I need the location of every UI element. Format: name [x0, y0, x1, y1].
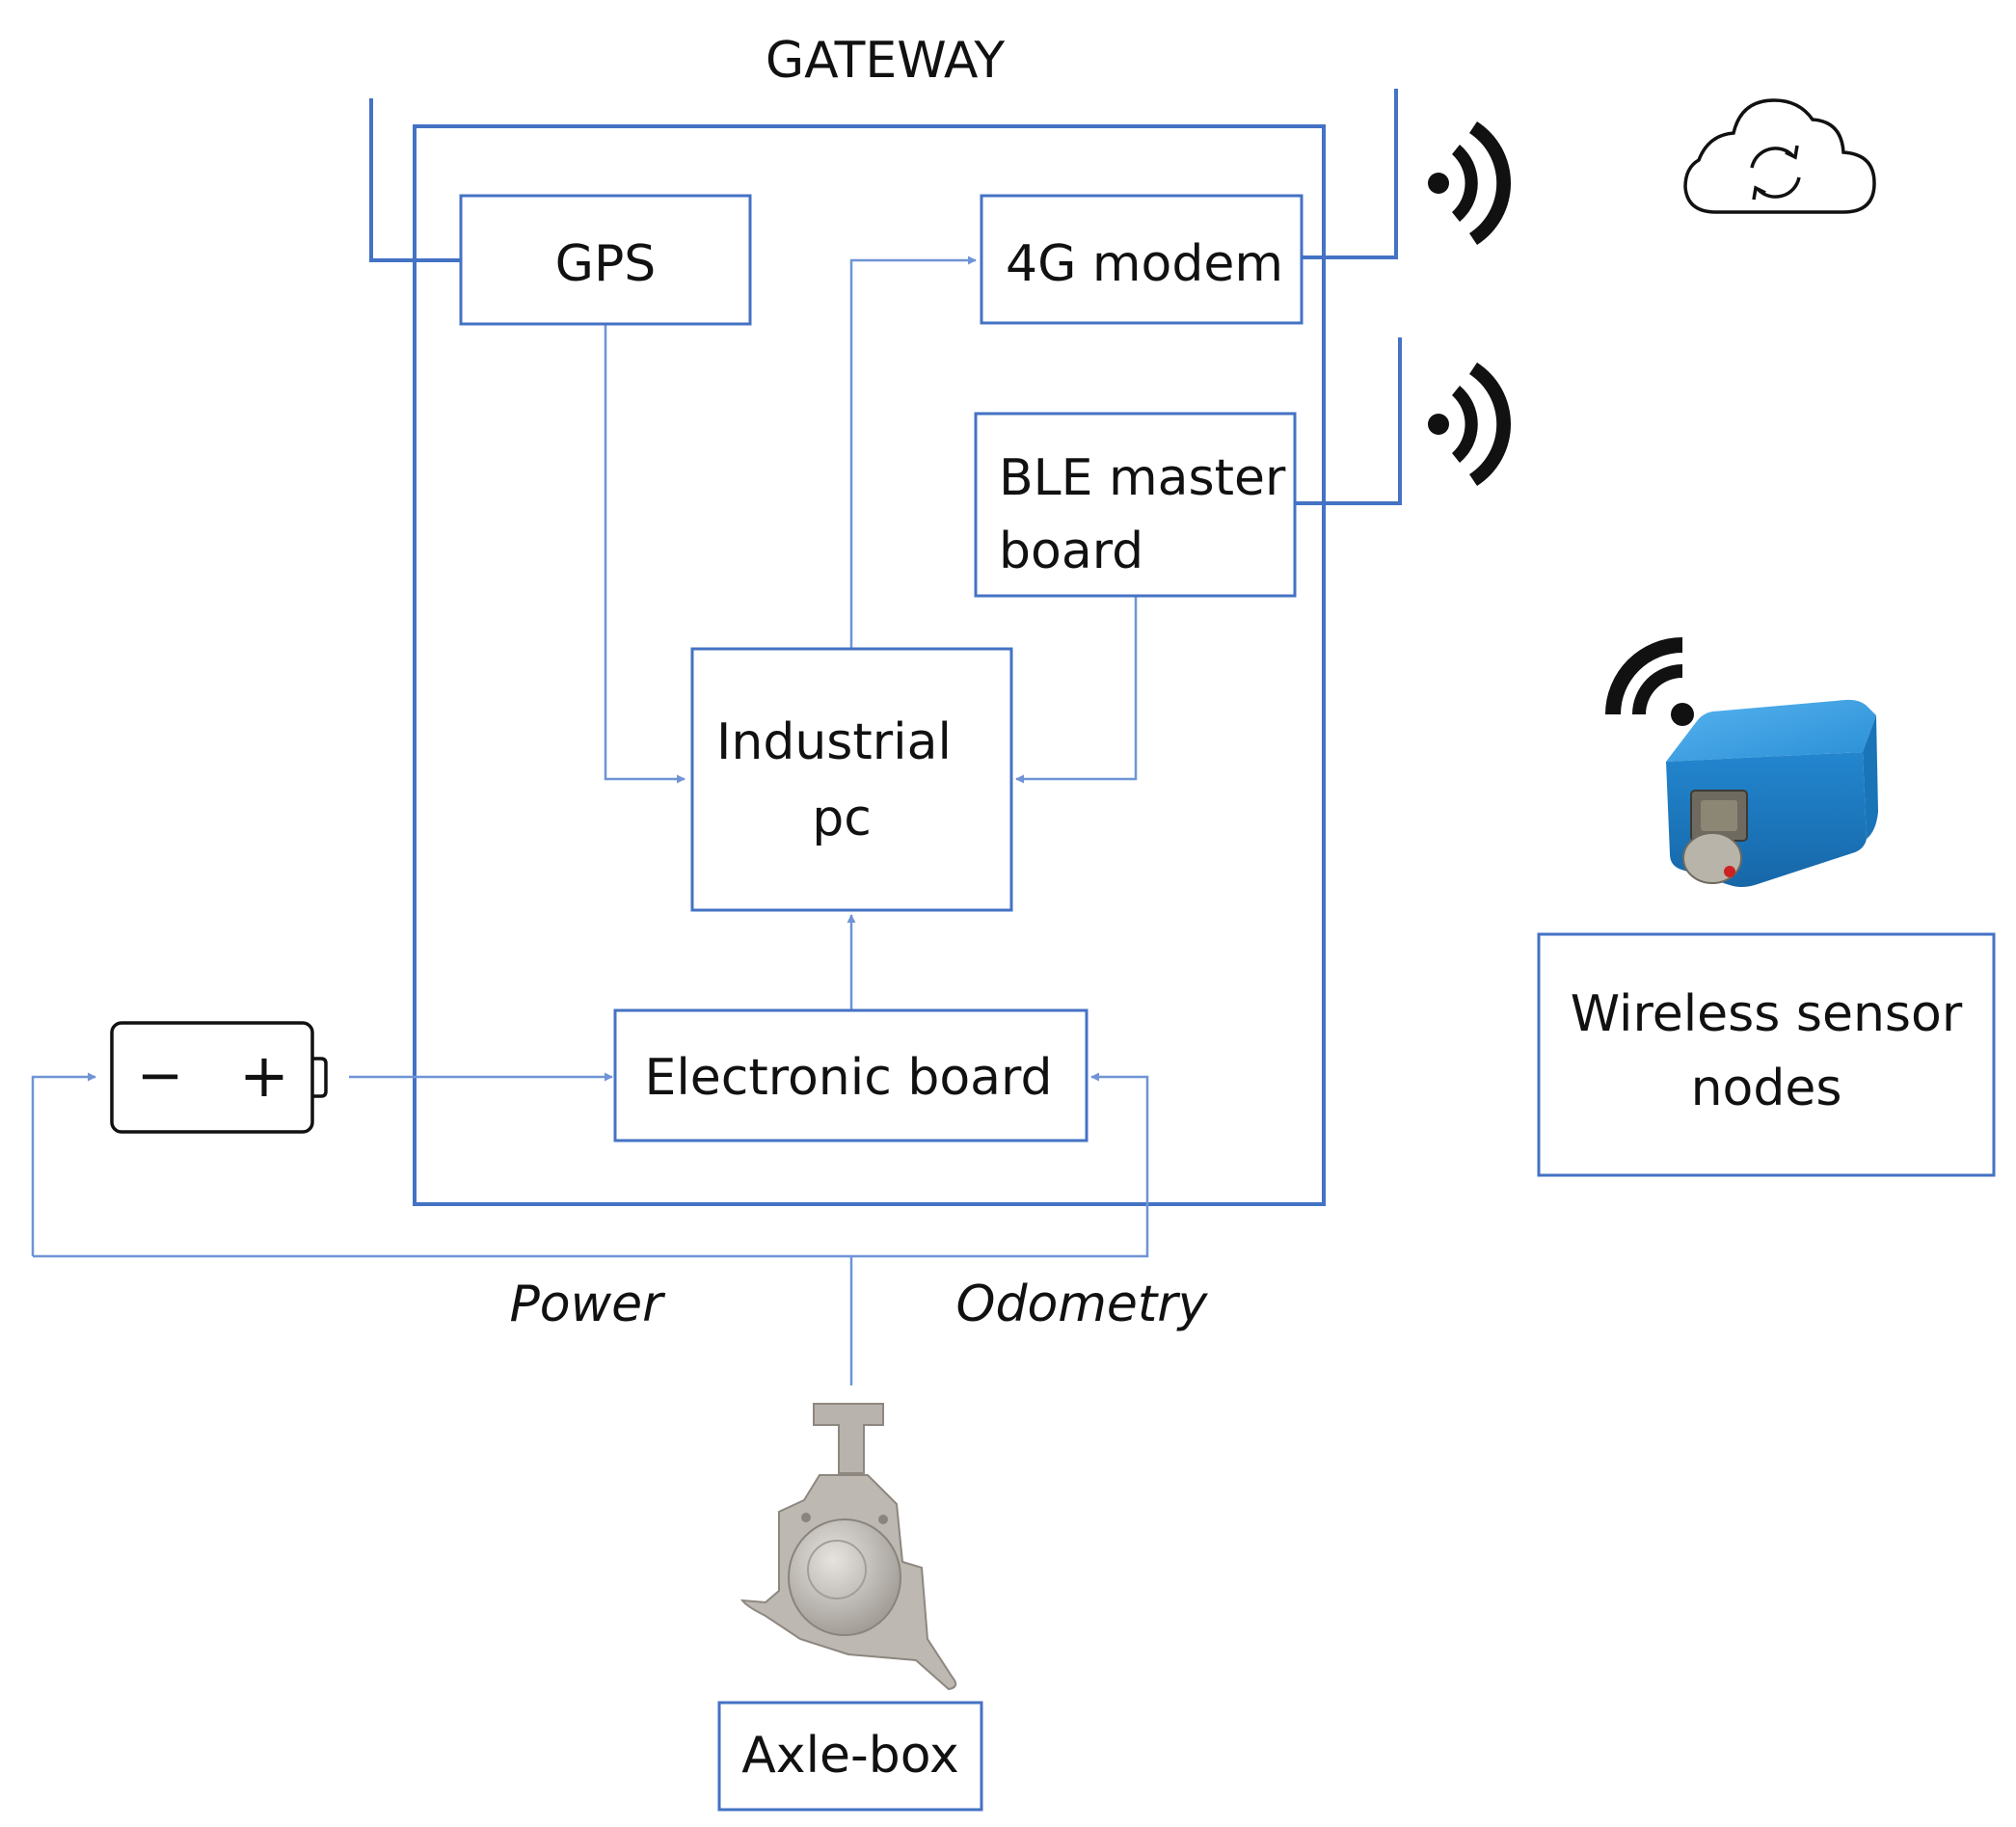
sensor-node-image [1666, 699, 1878, 887]
industrial-pc-block [690, 647, 1013, 912]
electronic-board-label: Electronic board [644, 1049, 1052, 1107]
axle-box-label: Axle-box [741, 1727, 959, 1785]
gateway-frame [413, 124, 1326, 1206]
wsn-label-line2: nodes [1691, 1060, 1842, 1117]
internal-connectors [349, 255, 1138, 1082]
wireless-sensor-nodes-block [1537, 932, 1996, 1177]
battery-minus: − [137, 1042, 184, 1108]
diagram-title: GATEWAY [766, 32, 1006, 90]
gps-label: GPS [555, 235, 657, 293]
pc-label-line2: pc [812, 790, 872, 847]
gps-block [459, 194, 752, 326]
wireless-signal-icon [1428, 121, 1512, 245]
pc-label-line1: Industrial [716, 713, 952, 771]
cloud-sync-icon [1683, 98, 1876, 214]
odometry-label: Odometry [956, 1276, 1209, 1333]
power-label: Power [509, 1276, 666, 1333]
ble-antenna [1295, 337, 1402, 505]
wireless-signal-icon [1428, 363, 1512, 486]
modem-antenna [1302, 89, 1398, 259]
ble-label-line1: BLE master [999, 449, 1286, 507]
ble-label-line2: board [999, 523, 1143, 580]
battery-icon: − + [110, 1021, 328, 1134]
wsn-label-line1: Wireless sensor [1571, 985, 1963, 1043]
gps-antenna [369, 98, 461, 262]
power-odometry-bus [31, 1072, 1149, 1385]
pc-to-modem-connector [849, 255, 977, 649]
modem-label: 4G modem [1006, 235, 1283, 293]
ble-master-board-block [974, 412, 1297, 598]
axle-box-image [740, 1403, 957, 1691]
modem-block [980, 194, 1304, 325]
battery-plus: + [239, 1040, 289, 1111]
gps-to-pc-connector [604, 324, 685, 784]
axle-box-block [717, 1701, 983, 1812]
electronic-board-block [613, 1008, 1089, 1142]
wireless-signal-icon [1605, 637, 1694, 726]
ble-to-pc-connector [1015, 596, 1138, 784]
